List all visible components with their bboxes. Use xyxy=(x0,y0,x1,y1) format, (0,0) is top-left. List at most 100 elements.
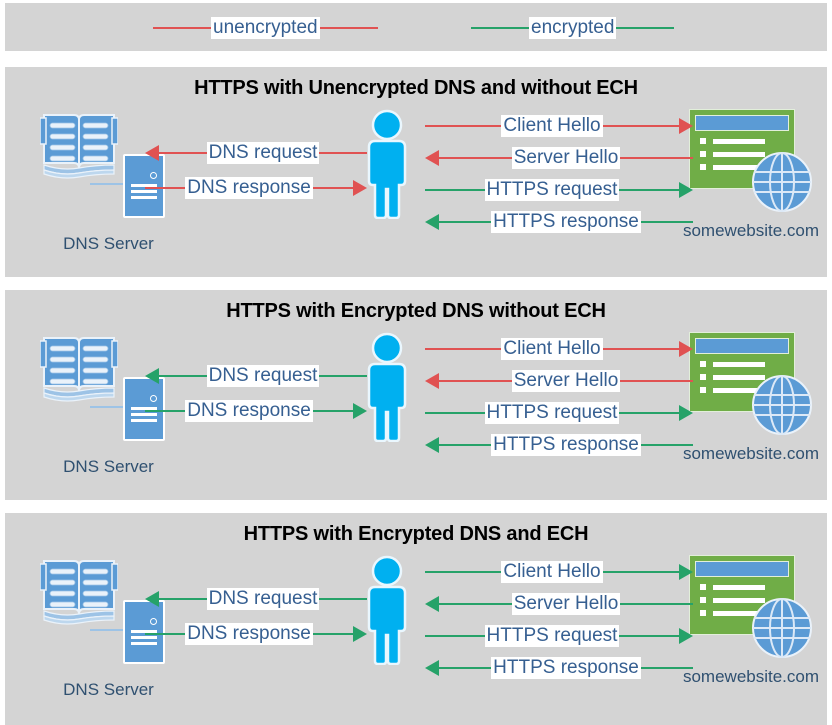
legend-band: unencrypted encrypted xyxy=(5,3,827,51)
browser-content-icon xyxy=(700,361,786,400)
arrowhead-left-icon xyxy=(425,596,439,612)
connector-line xyxy=(90,629,126,631)
arrow-line-left xyxy=(439,157,512,159)
message-dns-response: DNS response xyxy=(145,623,367,645)
arrow-line-left xyxy=(159,598,207,600)
message-client-hello: Client Hello xyxy=(425,561,693,583)
panel-unencrypted-dns: HTTPS with Unencrypted DNS and without E… xyxy=(5,67,827,277)
website-group: somewebsite.com xyxy=(681,555,821,715)
message-dns-response: DNS response xyxy=(145,177,367,199)
arrowhead-right-icon xyxy=(679,118,693,134)
server-indicator-icon xyxy=(150,395,157,402)
arrow-line-right xyxy=(319,152,367,154)
arrow-line-right xyxy=(602,125,679,127)
arrow-line-right xyxy=(619,635,679,637)
globe-icon xyxy=(751,374,813,436)
message-dns-request: DNS request xyxy=(145,365,367,387)
message-label: HTTPS request xyxy=(484,625,620,647)
browser-titlebar-icon xyxy=(695,561,789,577)
message-https-response: HTTPS response xyxy=(425,434,694,456)
legend-line-unencrypted xyxy=(153,27,211,29)
message-label: HTTPS response xyxy=(491,211,641,233)
arrow-line-right xyxy=(319,598,367,600)
book-icon xyxy=(40,555,118,627)
message-label: Client Hello xyxy=(501,338,603,360)
arrow-line-left xyxy=(439,380,512,382)
arrow-line-left xyxy=(425,635,485,637)
website-group: somewebsite.com xyxy=(681,109,821,269)
arrow-line-right xyxy=(602,348,679,350)
browser-content-icon xyxy=(700,584,786,623)
legend-line-unencrypted-right xyxy=(319,27,378,29)
message-label: HTTPS request xyxy=(484,402,620,424)
message-label: HTTPS request xyxy=(484,179,620,201)
legend-line-encrypted xyxy=(471,27,529,29)
arrowhead-right-icon xyxy=(679,182,693,198)
arrowhead-right-icon xyxy=(679,564,693,580)
arrow-line-left xyxy=(425,189,485,191)
website-group: somewebsite.com xyxy=(681,332,821,492)
user-icon xyxy=(357,332,417,443)
arrowhead-right-icon xyxy=(353,180,367,196)
arrowhead-left-icon xyxy=(425,373,439,389)
message-label: Client Hello xyxy=(501,115,603,137)
arrowhead-left-icon xyxy=(425,214,439,230)
website-label: somewebsite.com xyxy=(682,221,820,240)
arrow-line-right xyxy=(620,380,694,382)
server-rack-icon xyxy=(123,154,165,218)
message-https-request: HTTPS request xyxy=(425,402,693,424)
dns-server-label: DNS Server xyxy=(63,680,154,699)
arrowhead-right-icon xyxy=(353,626,367,642)
book-icon xyxy=(40,109,118,181)
message-label: DNS request xyxy=(206,588,320,610)
panel-title: HTTPS with Encrypted DNS without ECH xyxy=(226,300,606,322)
user-icon xyxy=(357,109,417,220)
message-label: HTTPS response xyxy=(491,434,641,456)
arrow-line-left xyxy=(425,412,485,414)
arrow-line-left xyxy=(439,221,492,223)
message-https-response: HTTPS response xyxy=(425,657,694,679)
server-rack-icon xyxy=(123,377,165,441)
message-client-hello: Client Hello xyxy=(425,338,693,360)
message-server-hello: Server Hello xyxy=(425,370,694,392)
arrow-line-right xyxy=(619,189,679,191)
message-server-hello: Server Hello xyxy=(425,147,694,169)
message-client-hello: Client Hello xyxy=(425,115,693,137)
arrow-line-right xyxy=(619,412,679,414)
message-label: Server Hello xyxy=(511,147,621,169)
legend-label-unencrypted: unencrypted xyxy=(211,17,320,39)
server-rack-icon xyxy=(123,600,165,664)
arrow-line-left xyxy=(145,187,186,189)
message-label: DNS response xyxy=(185,623,313,645)
browser-titlebar-icon xyxy=(695,338,789,354)
arrow-line-left xyxy=(159,375,207,377)
browser-window-icon xyxy=(689,332,795,412)
book-icon xyxy=(40,332,118,404)
arrow-line-left xyxy=(159,152,207,154)
panel-title: HTTPS with Encrypted DNS and ECH xyxy=(243,523,589,545)
legend-item-unencrypted: unencrypted xyxy=(153,17,378,39)
arrow-line-left xyxy=(439,667,492,669)
arrowhead-right-icon xyxy=(679,341,693,357)
server-slots-icon xyxy=(131,184,157,202)
message-dns-response: DNS response xyxy=(145,400,367,422)
website-label: somewebsite.com xyxy=(682,444,820,463)
arrow-line-right xyxy=(319,375,367,377)
panel-title: HTTPS with Unencrypted DNS and without E… xyxy=(194,77,638,99)
dns-server-group: DNS Server xyxy=(35,109,185,269)
user-icon xyxy=(357,555,417,666)
arrow-line-right xyxy=(312,633,353,635)
arrowhead-left-icon xyxy=(425,660,439,676)
arrow-line-right xyxy=(620,603,694,605)
server-slots-icon xyxy=(131,630,157,648)
connector-line xyxy=(90,183,126,185)
connector-line xyxy=(90,406,126,408)
message-label: DNS response xyxy=(185,400,313,422)
message-label: DNS request xyxy=(206,142,320,164)
arrow-line-left xyxy=(425,125,502,127)
arrow-line-right xyxy=(640,444,694,446)
arrowhead-left-icon xyxy=(145,368,159,384)
server-indicator-icon xyxy=(150,172,157,179)
arrow-line-left xyxy=(439,603,512,605)
